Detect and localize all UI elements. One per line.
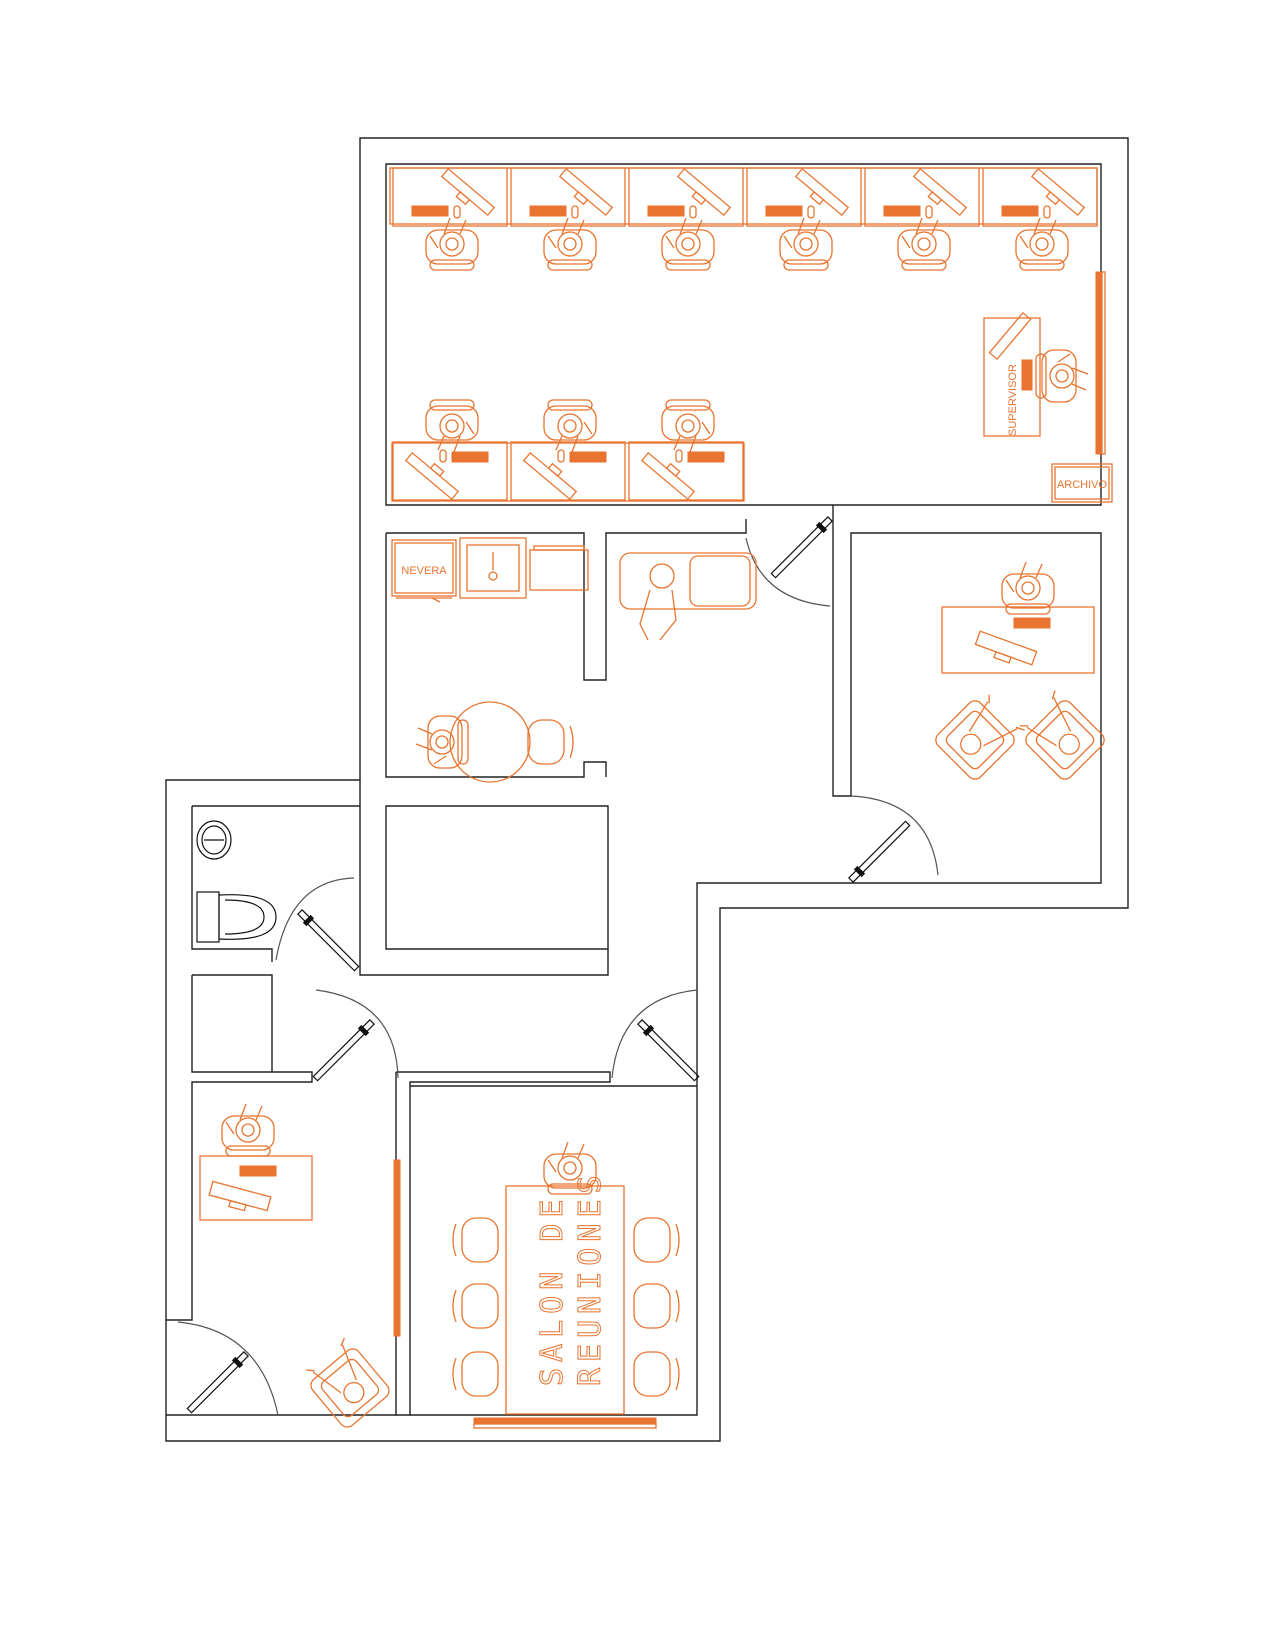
- bathroom: [196, 820, 277, 943]
- archivo-label: ARCHIVO: [1057, 479, 1108, 491]
- file-cabinet: [1051, 463, 1113, 503]
- supervisor-label: SUPERVISOR: [1007, 364, 1019, 436]
- workstation-row-bottom: [391, 399, 745, 502]
- side-office: [931, 561, 1109, 784]
- manager-office: [199, 1103, 401, 1431]
- workstation-row-top: [389, 167, 1098, 271]
- doors: [177, 514, 939, 1416]
- interior-walls: [166, 505, 1102, 1416]
- meeting-room: [452, 1141, 680, 1429]
- nevera-label: NEVERA: [401, 565, 447, 577]
- supervisor-desk: [983, 271, 1106, 455]
- meeting-room-label-line1: SALON DE: [535, 1194, 570, 1387]
- kitchen: [391, 537, 589, 783]
- meeting-room-label-line2: REUNIONES: [573, 1169, 608, 1386]
- outer-walls: [165, 137, 1129, 1442]
- lounge-sofa: [619, 552, 757, 641]
